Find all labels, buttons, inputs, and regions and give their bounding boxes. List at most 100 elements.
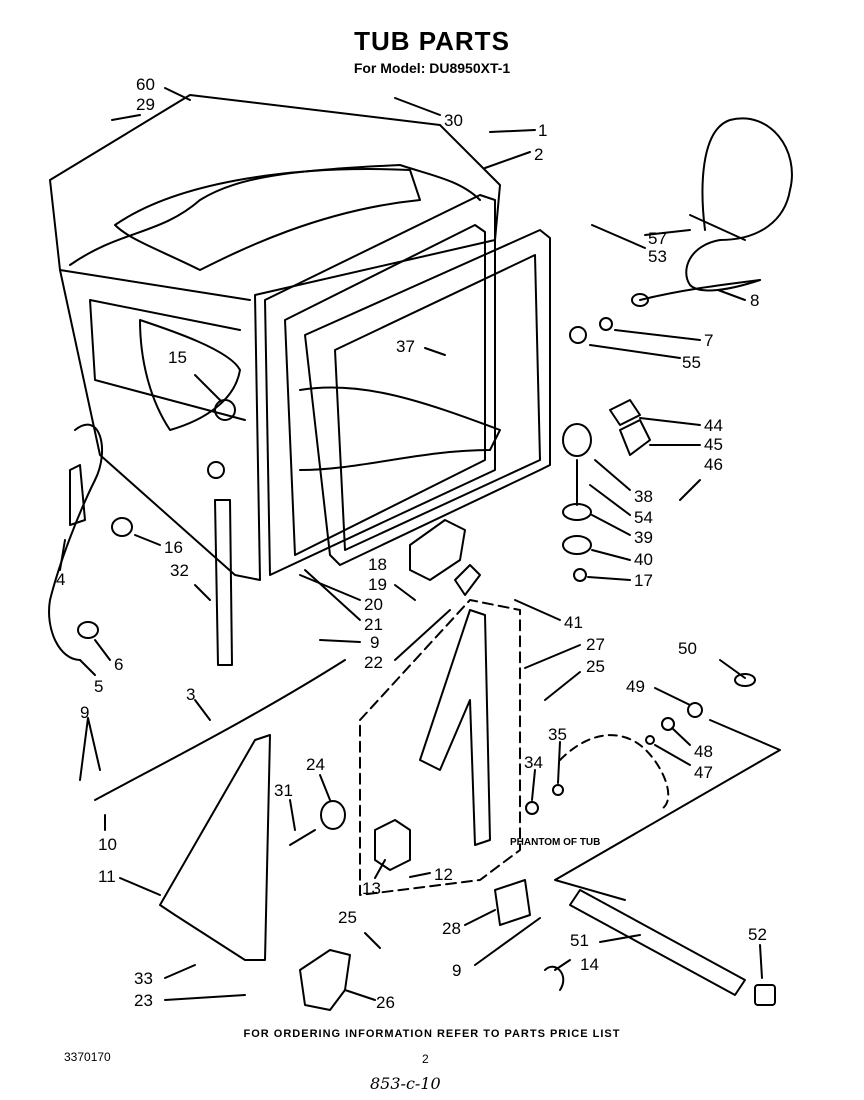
callout-2: 2 — [534, 145, 543, 164]
door-frame-inner — [284, 224, 486, 556]
leader-24 — [319, 774, 331, 801]
leader-32 — [194, 584, 211, 601]
leader-38 — [594, 459, 631, 491]
fitting-50 — [734, 673, 756, 687]
leader-57 — [644, 229, 691, 236]
leader-40 — [591, 549, 631, 561]
leader-30 — [394, 97, 441, 116]
leader-3 — [194, 699, 211, 721]
leader-9b — [79, 717, 101, 781]
door-gasket-inner — [334, 254, 541, 551]
wheel-24 — [320, 800, 346, 830]
callout-9: 9 — [370, 633, 379, 652]
callout-31: 31 — [274, 781, 293, 800]
callout-24: 24 — [306, 755, 325, 774]
leader-21 — [304, 569, 361, 621]
callout-15: 15 — [168, 348, 187, 367]
callout-29: 29 — [136, 95, 155, 114]
leader-44 — [639, 417, 701, 426]
leader-33 — [164, 964, 196, 979]
washer-47 — [645, 735, 655, 745]
leader-16 — [134, 534, 161, 546]
callout-14: 14 — [580, 955, 599, 974]
lower-plate-11 — [159, 734, 271, 961]
toe-plate — [419, 609, 491, 846]
bracket-28 — [494, 879, 531, 926]
callout-8: 8 — [750, 291, 759, 310]
pin-31 — [289, 829, 316, 846]
pump-housing — [299, 949, 351, 1011]
callout-33: 33 — [134, 969, 153, 988]
leader-25a — [544, 671, 581, 701]
nut-34 — [525, 801, 539, 815]
model-subtitle: For Model: DU8950XT-1 — [353, 60, 511, 76]
leader-46 — [679, 479, 701, 501]
leader-26 — [344, 989, 376, 1001]
callout-21: 21 — [364, 615, 383, 634]
callout-53: 53 — [648, 247, 667, 266]
callout-25: 25 — [586, 657, 605, 676]
leader-19 — [394, 584, 416, 601]
callout-17: 17 — [634, 571, 653, 590]
callout-18: 18 — [368, 555, 387, 574]
leader-39 — [591, 514, 631, 536]
callout-22: 22 — [364, 653, 383, 672]
leader-7 — [614, 329, 701, 341]
callout-35: 35 — [548, 725, 567, 744]
callout-47: 47 — [694, 763, 713, 782]
tub-side-cutout — [139, 319, 241, 431]
callout-26: 26 — [376, 993, 395, 1012]
callout-25-lower: 25 — [338, 908, 357, 927]
callout-55: 55 — [682, 353, 701, 372]
bracket-44 — [609, 399, 641, 426]
leader-12 — [409, 872, 431, 878]
leader-60 — [164, 87, 191, 101]
nut-55 — [569, 326, 587, 344]
callout-32: 32 — [170, 561, 189, 580]
callout-19: 19 — [368, 575, 387, 594]
phantom-of-tub-label: PHANTOM OF TUB — [510, 837, 600, 848]
nut-17 — [573, 568, 587, 582]
callout-23: 23 — [134, 991, 153, 1010]
leader-25b — [364, 932, 381, 949]
hose-clamp — [77, 621, 99, 639]
leader-41 — [514, 599, 561, 621]
tub-top-rim — [69, 164, 481, 266]
tub-side-panel — [59, 269, 251, 421]
phantom-tub-line — [554, 719, 781, 901]
callout-30: 30 — [444, 111, 463, 130]
callout-49: 49 — [626, 677, 645, 696]
callout-12: 12 — [434, 865, 453, 884]
drain-bracket — [69, 464, 86, 526]
washer-35 — [552, 784, 564, 796]
leader-9a — [319, 639, 361, 643]
leader-27 — [524, 644, 581, 669]
grommet — [111, 517, 133, 537]
callout-34: 34 — [524, 753, 543, 772]
connector-22 — [454, 564, 481, 596]
bracket-18 — [409, 519, 466, 581]
leader-34 — [531, 769, 536, 801]
hose-coupler — [631, 293, 649, 307]
fill-hose — [48, 423, 103, 661]
rail-51 — [569, 889, 746, 996]
nut-15 — [214, 399, 236, 421]
foot-52 — [754, 984, 776, 1006]
float-cup-40 — [562, 535, 592, 555]
callout-48: 48 — [694, 742, 713, 761]
float-38 — [562, 423, 592, 457]
leader-23 — [164, 994, 246, 1001]
callout-28: 28 — [442, 919, 461, 938]
callout-9-left: 9 — [80, 703, 89, 722]
coiled-hose — [685, 117, 793, 292]
leader-4 — [59, 539, 66, 571]
clip-57 — [689, 214, 746, 241]
callout-41: 41 — [564, 613, 583, 632]
leader-51 — [599, 934, 641, 943]
door-gasket — [304, 229, 551, 566]
callout-11: 11 — [98, 867, 116, 886]
leader-14 — [554, 959, 571, 971]
float-base-39 — [562, 503, 592, 521]
callout-44: 44 — [704, 416, 723, 435]
leader-9c — [474, 917, 541, 966]
